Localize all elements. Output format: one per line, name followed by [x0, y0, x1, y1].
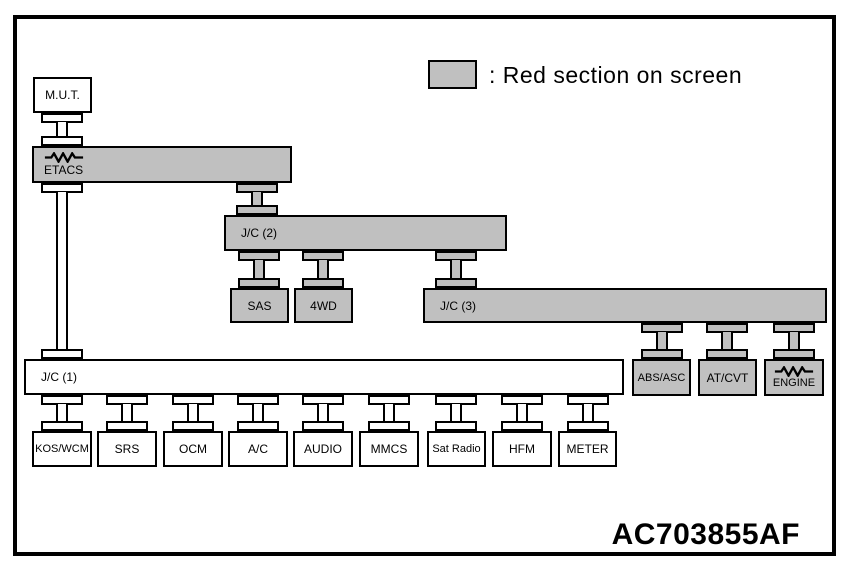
node-mut-label: M.U.T.	[45, 88, 80, 102]
node-at-cvt: AT/CVT	[698, 359, 757, 396]
connector-jc3-engine	[773, 323, 815, 359]
junction-jc2-label: J/C (2)	[241, 226, 277, 240]
connector-jc1-kos-wcm	[41, 395, 83, 431]
node-meter-label: METER	[566, 442, 609, 456]
connector-jc1-ocm	[172, 395, 214, 431]
connector-jc1-ac	[237, 395, 279, 431]
node-engine-label: ENGINE	[772, 377, 816, 389]
resistor-icon	[44, 152, 84, 163]
junction-jc3-label: J/C (3)	[440, 298, 476, 313]
connector-etacs-jc2	[236, 183, 278, 215]
node-abs-asc-label: ABS/ASC	[637, 371, 686, 384]
node-sas-label: SAS	[247, 298, 272, 313]
node-mut: M.U.T.	[33, 77, 92, 113]
bus-etacs-label: ETACS	[44, 163, 84, 177]
bus-etacs: ETACS	[32, 146, 292, 183]
connector-jc1-meter	[567, 395, 609, 431]
connector-jc1-audio	[302, 395, 344, 431]
node-sas: SAS	[230, 288, 289, 323]
junction-jc3: J/C (3)	[423, 288, 827, 323]
connector-jc3-at-cvt	[706, 323, 748, 359]
node-ocm-label: OCM	[179, 442, 207, 456]
connector-jc1-srs	[106, 395, 148, 431]
node-meter: METER	[558, 431, 617, 467]
node-4wd: 4WD	[294, 288, 353, 323]
node-mmcs: MMCS	[359, 431, 419, 467]
node-mmcs-label: MMCS	[370, 442, 408, 456]
node-kos-wcm-label: KOS/WCM	[35, 443, 89, 455]
connector-jc3-abs-asc	[641, 323, 683, 359]
node-abs-asc: ABS/ASC	[632, 359, 691, 396]
figure-code: AC703855AF	[611, 518, 800, 551]
node-4wd-label: 4WD	[310, 298, 337, 313]
node-srs-label: SRS	[114, 442, 140, 456]
connector-jc2-sas	[238, 251, 280, 288]
connector-etacs-jc1	[41, 183, 83, 359]
node-kos-wcm: KOS/WCM	[32, 431, 92, 467]
node-ac-label: A/C	[247, 442, 268, 456]
node-at-cvt-label: AT/CVT	[706, 370, 749, 385]
connector-jc1-mmcs	[368, 395, 410, 431]
connector-jc1-hfm	[501, 395, 543, 431]
junction-jc2: J/C (2)	[224, 215, 507, 251]
node-hfm: HFM	[492, 431, 552, 467]
node-srs: SRS	[97, 431, 157, 467]
resistor-icon	[774, 366, 814, 377]
node-engine: ENGINE	[764, 359, 824, 396]
node-ac: A/C	[228, 431, 288, 467]
legend-swatch	[428, 60, 477, 89]
connector-mut-etacs	[41, 113, 83, 146]
node-audio: AUDIO	[293, 431, 353, 467]
node-sat-radio: Sat Radio	[427, 431, 486, 467]
junction-jc1: J/C (1)	[24, 359, 624, 395]
junction-jc1-label: J/C (1)	[41, 370, 77, 384]
connector-jc1-sat	[435, 395, 477, 431]
node-audio-label: AUDIO	[303, 442, 342, 456]
node-ocm: OCM	[163, 431, 223, 467]
node-hfm-label: HFM	[509, 442, 535, 456]
node-sat-radio-label: Sat Radio	[432, 443, 481, 455]
diagram-border	[13, 15, 836, 556]
connector-jc2-jc3	[435, 251, 477, 288]
connector-jc2-4wd	[302, 251, 344, 288]
legend-label: : Red section on screen	[489, 62, 743, 88]
